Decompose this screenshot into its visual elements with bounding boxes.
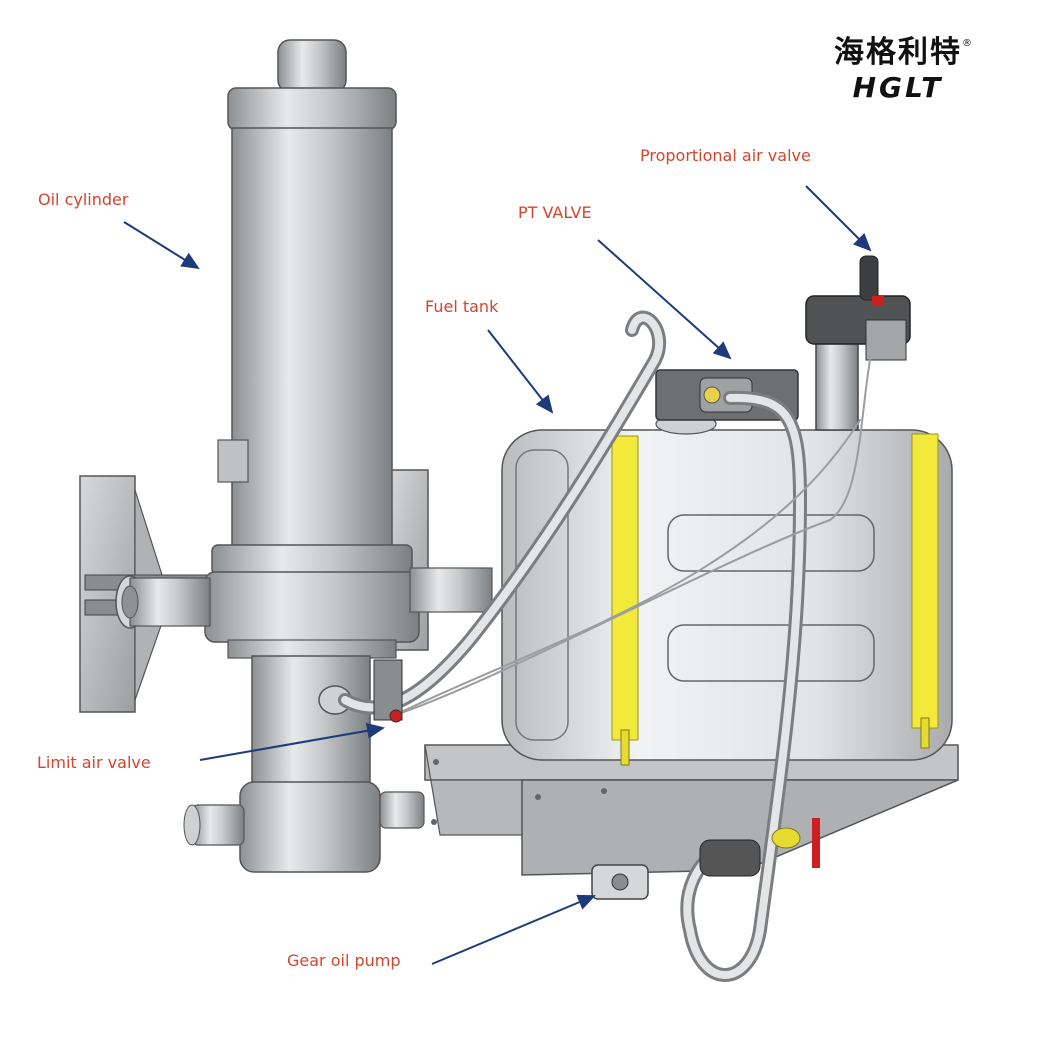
fuel-tank [501,413,953,766]
logo-chinese-text: 海格利特 [834,35,962,70]
proportional-air-valve [805,255,911,431]
proportional-air-valve-arrow [805,185,872,252]
proportional-air-valve-label: Proportional air valve [640,146,811,165]
logo-english-text: HGLT [852,71,944,104]
oil-cylinder-arrow [123,221,200,270]
pt-valve-label: PT VALVE [518,203,592,222]
limit-air-valve-arrow [199,722,385,761]
oil-cylinder [115,39,493,873]
gear-oil-pump-label: Gear oil pump [287,951,401,970]
gear-oil-pump [591,818,820,900]
limit-air-valve [373,659,403,723]
oil-cylinder-label: Oil cylinder [38,190,129,209]
limit-air-valve-label: Limit air valve [37,753,151,772]
registered-mark: ® [962,38,972,49]
pt-valve-arrow [597,239,732,360]
hydraulic-pipes [338,310,871,982]
fuel-tank-arrow [487,329,554,414]
gear-oil-pump-arrow [431,894,596,965]
fuel-tank-label: Fuel tank [425,297,499,316]
hglt-logo: 海格利特 ® HGLT [828,35,972,104]
tank-support-bracket [424,744,959,876]
